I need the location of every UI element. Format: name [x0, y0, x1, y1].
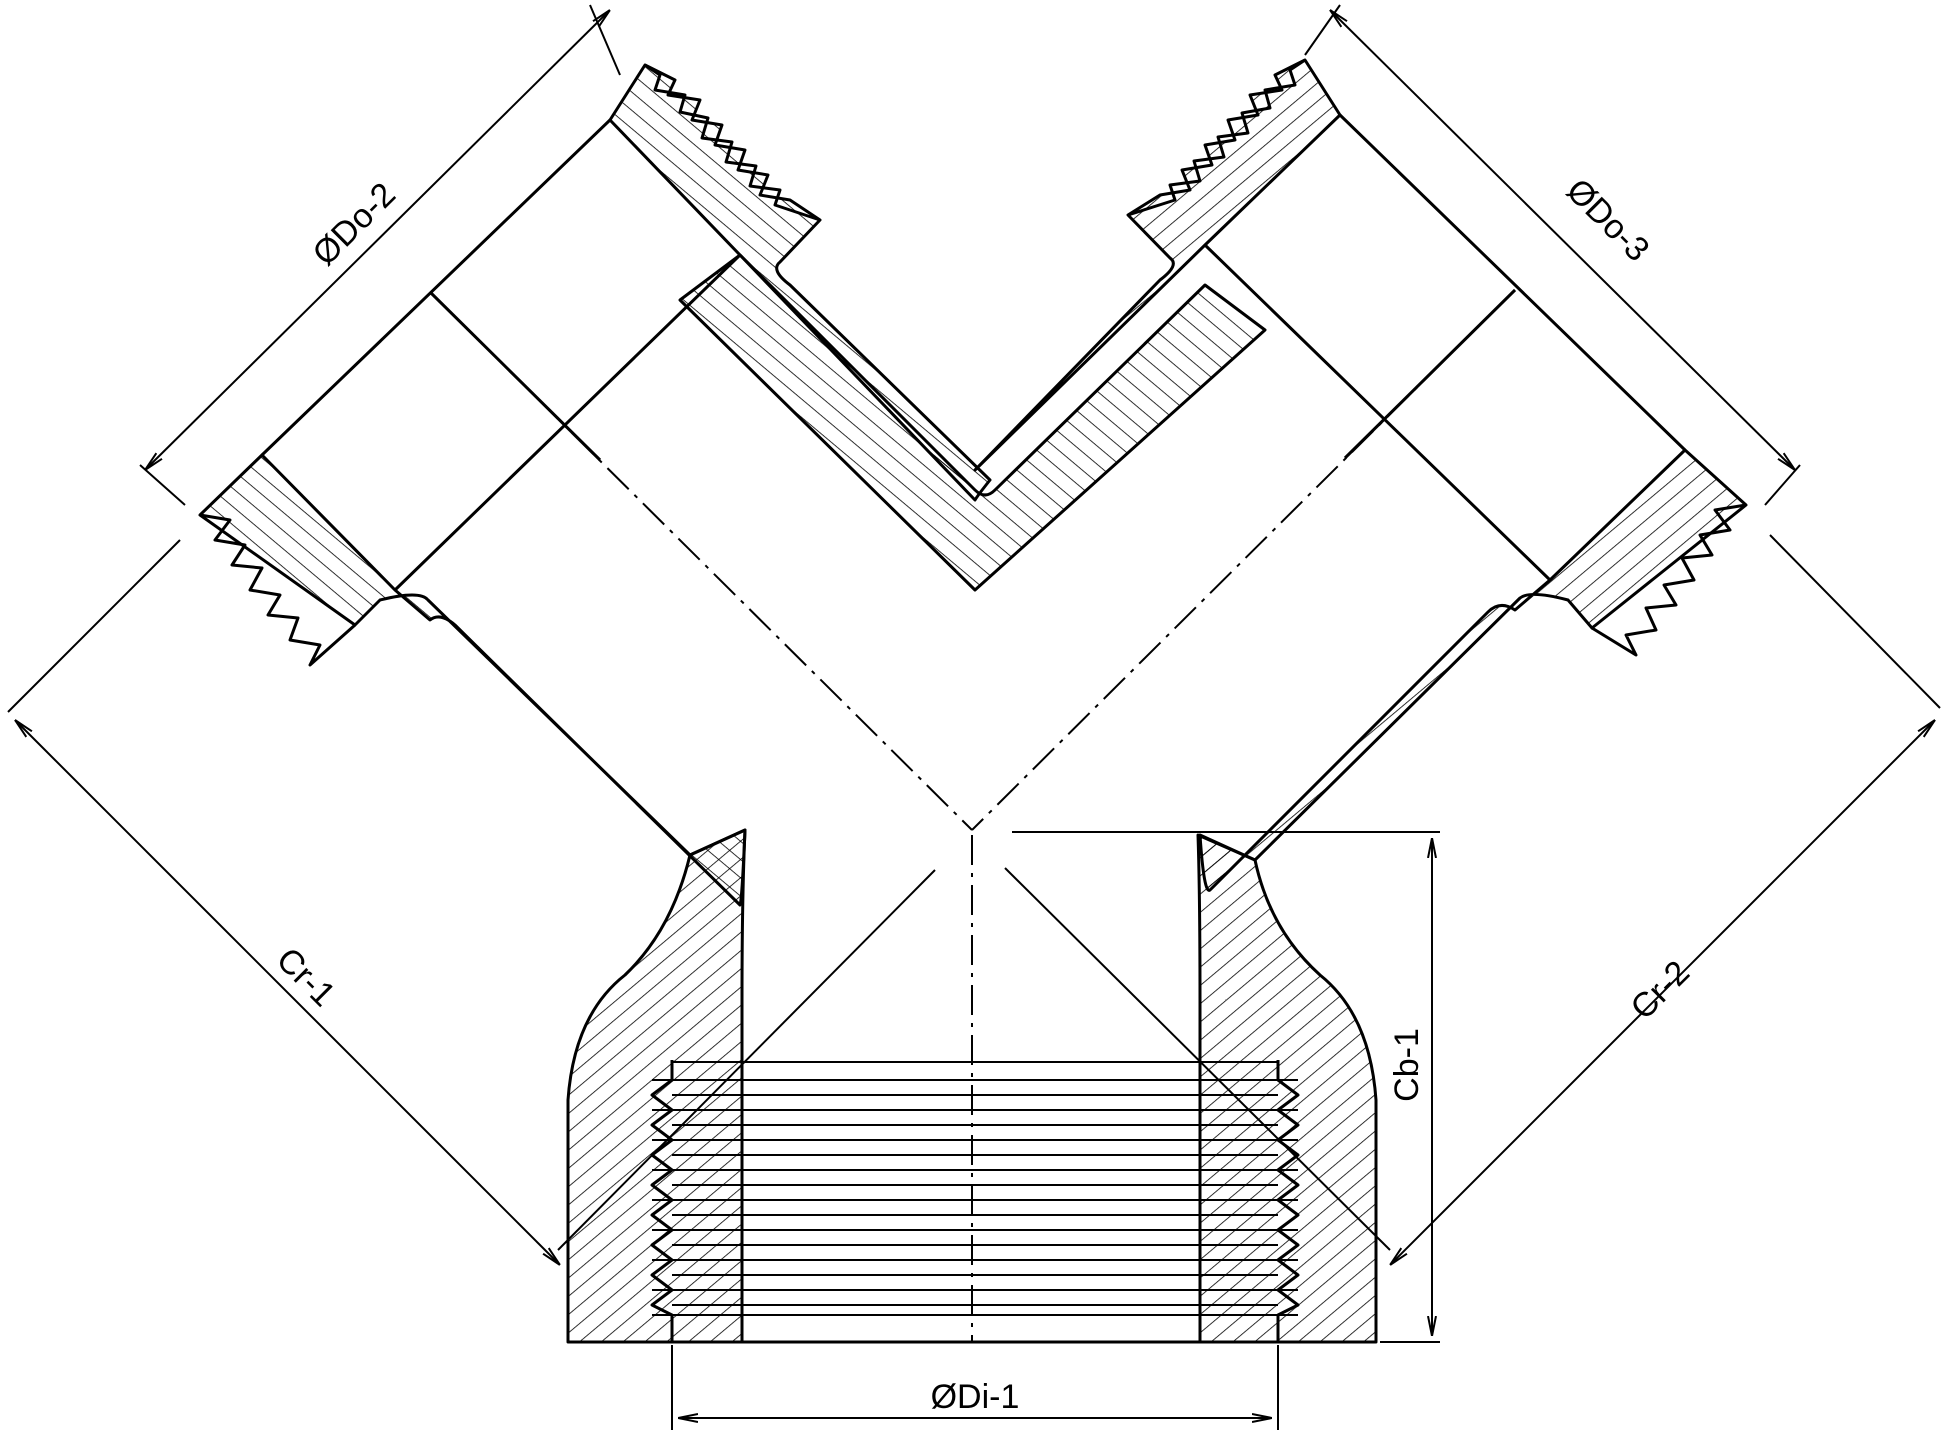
left-top-end-wall [608, 63, 992, 502]
do3-extension-bottom [1764, 464, 1801, 506]
left-bore-top-edge [260, 118, 612, 457]
left-branch-thread [199, 513, 356, 667]
cr2-extension [1004, 867, 1391, 1251]
right-top-end [973, 58, 1342, 472]
cr2-dimension-line [1390, 720, 1935, 1265]
right-branch-outer-wall [1198, 448, 1748, 892]
central-crotch [678, 253, 1267, 592]
left-top-end [608, 63, 992, 502]
base-body [566, 828, 1378, 1344]
right-top-end-thread [1127, 58, 1306, 217]
cr1-extension [557, 869, 936, 1251]
crotch-wall [678, 253, 1267, 592]
right-bore-top-edge [1338, 113, 1687, 452]
base-left-wall [566, 828, 747, 1344]
do3-dimension-line [1330, 10, 1795, 470]
left-axis-centerline [429, 291, 973, 831]
cr2-label: Cr-2 [1623, 953, 1697, 1027]
cr1-label: Cr-1 [269, 940, 343, 1014]
right-branch [1198, 113, 1748, 892]
bore-thread-lines [652, 1061, 1298, 1316]
cr1-dimension-line [15, 720, 560, 1265]
di1-label: ØDi-1 [931, 1378, 1020, 1416]
do2-dimension-line [145, 10, 610, 470]
do3-label: ØDo-3 [1559, 171, 1657, 269]
cr2-outer-extension [1769, 534, 1941, 709]
extension-lines [7, 4, 1941, 1430]
right-bore-bottom-edge [1203, 243, 1552, 582]
do2-label: ØDo-2 [305, 175, 403, 273]
do3-extension-top [1304, 4, 1341, 56]
left-top-end-thread [644, 63, 821, 222]
left-branch-outer-wall [198, 453, 747, 907]
right-top-end-wall [973, 58, 1342, 472]
cr1-outer-extension [7, 539, 181, 713]
cb1-label: Cb-1 [1388, 1028, 1426, 1102]
right-axis-centerline [971, 289, 1516, 831]
do2-extension-bottom [139, 464, 186, 506]
dimension-lines [15, 10, 1935, 1418]
right-branch-thread [1591, 503, 1747, 657]
left-branch [198, 118, 747, 907]
